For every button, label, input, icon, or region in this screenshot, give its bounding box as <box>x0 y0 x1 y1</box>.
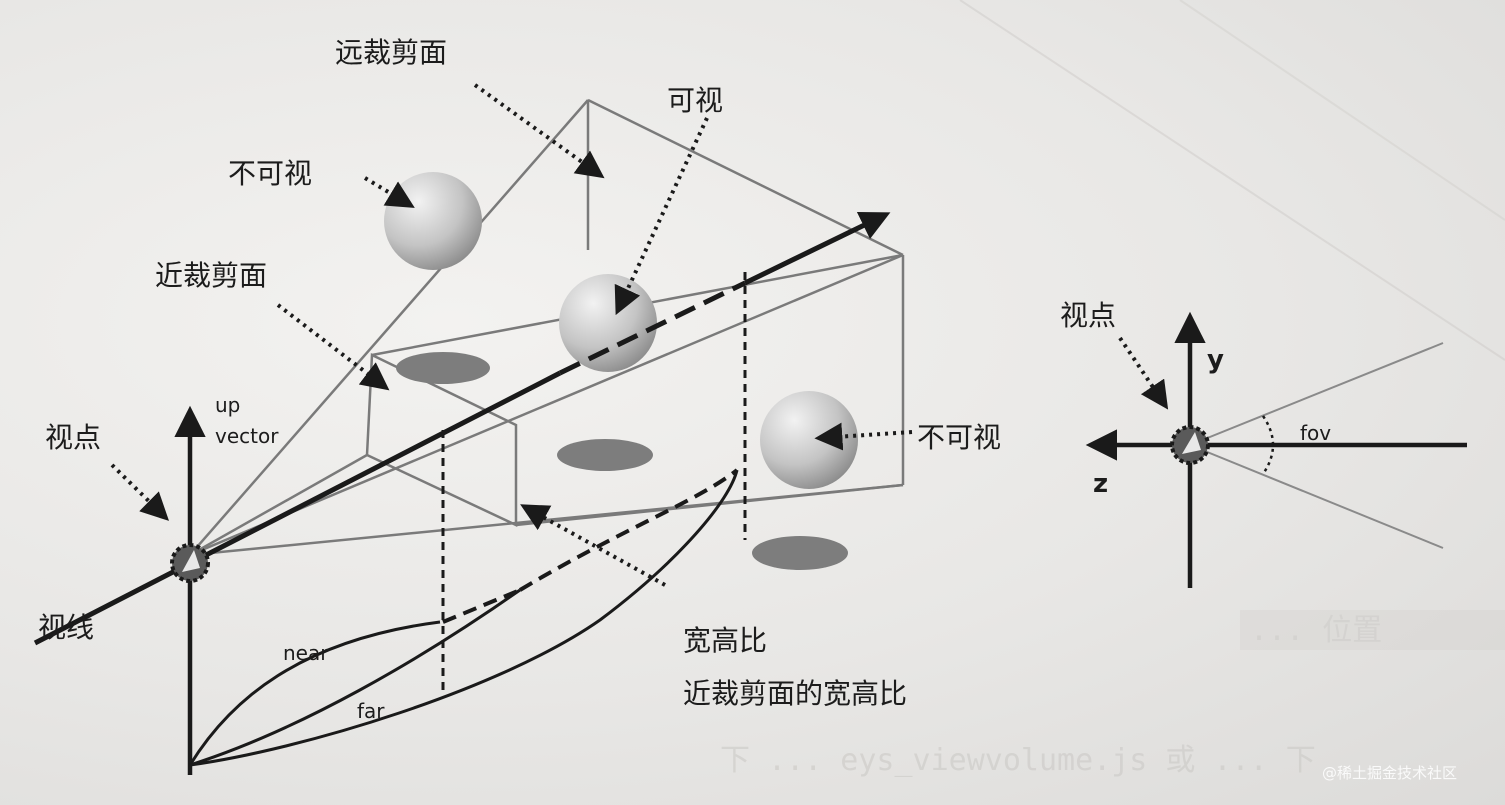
label-up: up <box>215 393 240 417</box>
sphere-invisible-top <box>384 172 482 270</box>
bg-code-text: 下 ... eys_viewvolume.js 或 ... 下 <box>720 743 1316 778</box>
sphere-shadows <box>396 352 848 570</box>
label-near: near <box>283 641 329 665</box>
label-fov: fov <box>1300 421 1331 445</box>
label-aspect: 宽高比 <box>683 624 767 657</box>
label-near-plane: 近裁剪面 <box>155 259 267 292</box>
sight-line <box>33 211 891 646</box>
fov-diagram <box>1085 311 1467 588</box>
background-page-bleed: ... 位置 下 ... eys_viewvolume.js 或 ... 下 <box>720 0 1505 778</box>
label-invisible-right: 不可视 <box>917 421 1001 454</box>
watermark-text: @稀土掘金技术社区 <box>1322 764 1457 782</box>
label-vector: vector <box>215 424 279 448</box>
label-viewpoint-left: 视点 <box>45 421 101 454</box>
projection-lines <box>441 272 747 690</box>
eye-icon <box>170 543 210 583</box>
label-far: far <box>357 699 385 723</box>
sphere-invisible-right <box>760 391 858 489</box>
annotation-arrows <box>110 83 1169 587</box>
shadow-invisible-right <box>752 536 848 570</box>
sphere-visible <box>559 274 657 372</box>
label-far-plane: 远裁剪面 <box>335 36 447 69</box>
label-visible: 可视 <box>667 84 723 117</box>
distance-curves <box>188 468 739 767</box>
label-invisible-top: 不可视 <box>228 157 312 190</box>
labels: 远裁剪面 可视 不可视 近裁剪面 up vector 视点 视线 near fa… <box>38 36 1331 723</box>
bg-heading-text: ... 位置 <box>1250 613 1382 648</box>
shadow-invisible-top <box>396 352 490 384</box>
view-frustum <box>189 98 905 557</box>
label-sight-line: 视线 <box>38 611 94 644</box>
label-viewpoint-right: 视点 <box>1060 299 1116 332</box>
eye-icon-right <box>1170 425 1210 465</box>
shadow-visible <box>557 439 653 471</box>
label-axis-y: y <box>1207 345 1224 375</box>
label-axis-z: z <box>1093 469 1108 499</box>
label-aspect-desc: 近裁剪面的宽高比 <box>683 677 907 710</box>
